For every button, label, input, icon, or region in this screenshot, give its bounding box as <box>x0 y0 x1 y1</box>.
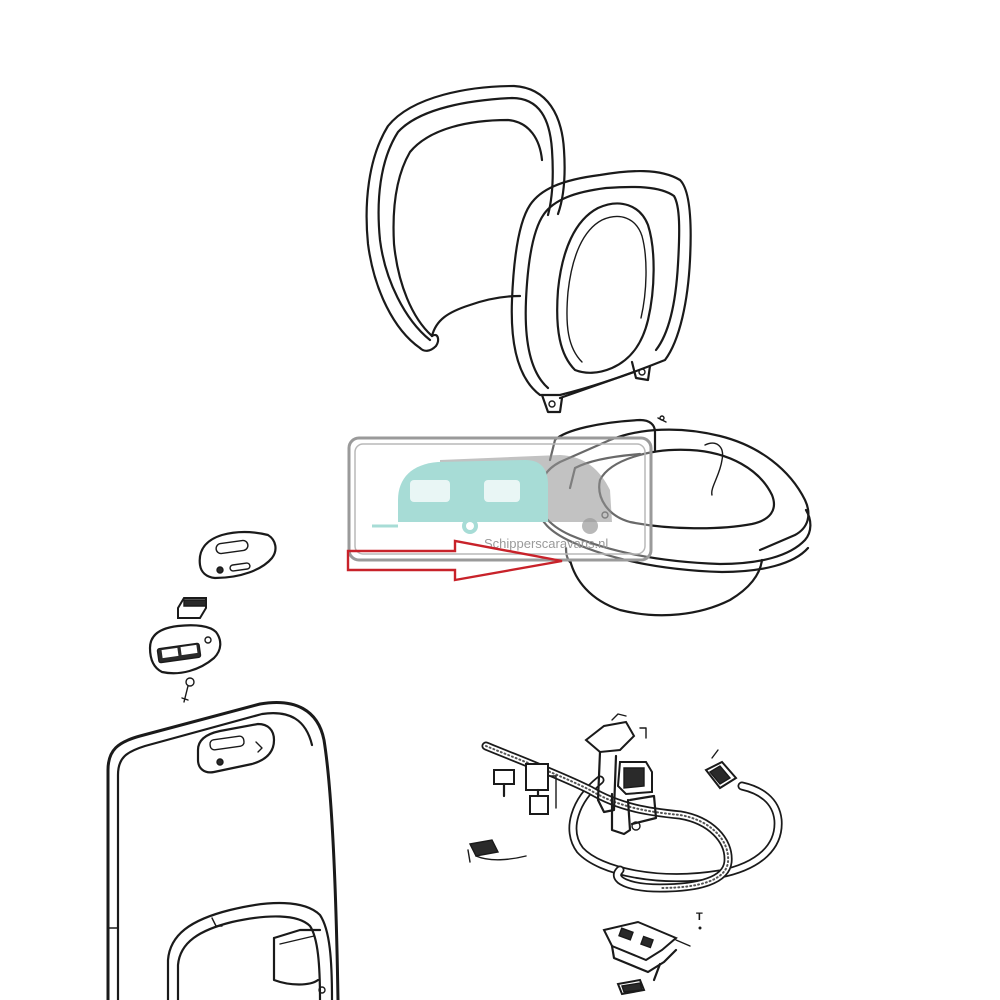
part-mark-t: T <box>696 911 703 923</box>
toilet-seat <box>365 84 566 352</box>
caravan-icon <box>398 460 548 522</box>
button-panel <box>148 624 222 675</box>
watermark: Schipperscaravans.nl <box>347 436 653 562</box>
control-panel-cover <box>198 530 277 580</box>
watermark-text: Schipperscaravans.nl <box>484 536 608 551</box>
toilet-lid <box>510 170 692 414</box>
side-housing-panel <box>106 701 340 1000</box>
water-pump-assembly <box>467 713 783 996</box>
switch-part <box>177 597 207 619</box>
outline-arrow-icon <box>346 539 563 582</box>
screw-part <box>181 677 195 703</box>
